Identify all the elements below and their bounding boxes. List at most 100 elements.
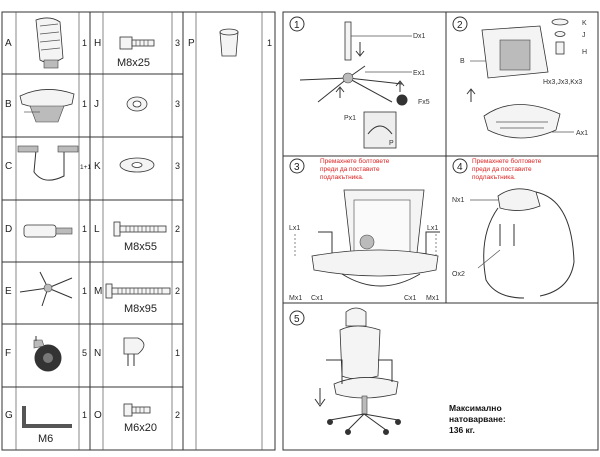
part-qty-o: 2 [175, 410, 180, 420]
hex-key-part-image [22, 406, 72, 428]
step-number-3: 3 [294, 162, 300, 173]
part-qty-e: 1 [82, 286, 87, 296]
part-letter-n: N [94, 348, 101, 359]
headrest-diagram [497, 188, 541, 211]
label-lx1-right: Lx1 [427, 225, 438, 232]
label-px1: Px1 [344, 115, 356, 122]
label-j: J [582, 32, 586, 39]
label-h: H [582, 49, 587, 56]
part-letter-l: L [94, 224, 100, 235]
step-3-note-3: подлакътника. [320, 174, 364, 181]
clip-part-image [123, 337, 145, 366]
caster-diagram [396, 94, 408, 106]
caption-o: M6x20 [124, 422, 157, 434]
detail-inset [363, 111, 397, 149]
gas-lift-part-image [23, 224, 73, 238]
part-letter-d: D [5, 224, 12, 235]
step-4-note-2: преди да поставите [472, 166, 532, 173]
up-arrow-icon [395, 80, 405, 92]
step-number-4: 4 [457, 162, 463, 173]
label-cx1-right: Cx1 [404, 295, 417, 302]
down-arrow-icon [355, 42, 365, 57]
step-3: 3 Премахнете болтовете преди да поставит… [289, 157, 440, 302]
label-mx1-left: Mx1 [289, 295, 302, 302]
parts-table: A 1 H 3 M8x25 P 1 B 1 J 3 [1, 11, 276, 451]
part-qty-p: 1 [267, 38, 272, 48]
part-qty-h: 3 [175, 38, 180, 48]
assembled-chair-diagram [326, 307, 401, 435]
step-number-1: 1 [294, 20, 300, 31]
backrest-part-image [35, 17, 64, 69]
part-qty-j: 3 [175, 99, 180, 109]
down-arrow-icon-2 [314, 388, 326, 407]
base-part-image [19, 271, 73, 307]
armrest-part-image [17, 145, 79, 181]
seat-diagram [311, 249, 439, 277]
part-qty-f: 5 [82, 348, 87, 358]
seat-part-image [19, 89, 75, 123]
part-letter-o: O [94, 410, 102, 421]
part-letter-k: K [94, 161, 101, 172]
part-qty-g: 1 [82, 410, 87, 420]
up-arrow-icon-2 [335, 86, 345, 98]
spring-washer-image [126, 96, 148, 112]
part-qty-a: 1 [82, 38, 87, 48]
caption-m: M8x95 [124, 303, 157, 315]
caster-part-image [33, 336, 62, 372]
part-letter-e: E [5, 286, 12, 297]
label-cx1-left: Cx1 [311, 295, 324, 302]
bolt-m8x95-image [105, 283, 171, 299]
step-4-note-3: подлакътника. [472, 174, 516, 181]
backrest-bottom-diagram [483, 104, 561, 139]
part-letter-g: G [5, 410, 13, 421]
part-letter-c: C [5, 161, 12, 172]
label-p: P [389, 140, 394, 147]
bolt-m8x55-image [113, 221, 167, 237]
part-letter-p: P [188, 38, 195, 49]
part-letter-h: H [94, 38, 101, 49]
base-diagram [299, 65, 403, 103]
label-mx1-right: Mx1 [426, 295, 439, 302]
step-4-note-1: Премахнете болтовете [472, 157, 542, 165]
label-ax1: Ax1 [576, 130, 588, 137]
part-qty-c: 1+1 [80, 164, 91, 171]
label-ox2: Ox2 [452, 271, 465, 278]
caption-g: M6 [38, 433, 53, 445]
label-fx5: Fx5 [418, 99, 430, 106]
gas-lift-diagram [344, 21, 352, 61]
flat-washer-image [119, 157, 155, 173]
step-3-note-2: преди да поставите [320, 166, 380, 173]
part-qty-l: 2 [175, 224, 180, 234]
step-5: 5 Максимално натоварване: 136 кг. [289, 307, 506, 435]
label-k: K [582, 20, 587, 27]
label-lx1-left: Lx1 [289, 225, 300, 232]
label-hx3: Hx3,Jx3,Kx3 [543, 79, 582, 86]
part-letter-a: A [5, 38, 12, 49]
step-4: 4 Премахнете болтовете преди да поставит… [452, 157, 575, 299]
step-1: 1 Dx1 Ex1 Fx5 Px1 P [289, 16, 430, 149]
part-letter-f: F [5, 348, 11, 359]
up-arrow-icon-3 [466, 88, 476, 102]
step-number-2: 2 [457, 20, 463, 31]
part-qty-b: 1 [82, 99, 87, 109]
part-letter-m: M [94, 286, 102, 297]
part-letter-b: B [5, 99, 12, 110]
bolt-m8x25-image [119, 36, 155, 50]
label-dx1: Dx1 [413, 33, 426, 40]
step-number-5: 5 [294, 314, 300, 325]
part-qty-k: 3 [175, 161, 180, 171]
max-load-label-1: Максимално [449, 403, 502, 413]
caption-h: M8x25 [117, 57, 150, 69]
max-load-value: 136 кг. [449, 425, 475, 435]
cap-part-image [219, 28, 239, 57]
bolt-m6x20-image [123, 403, 151, 417]
part-letter-j: J [94, 99, 99, 110]
caption-l: M8x55 [124, 241, 157, 253]
step-2: 2 K J H B Hx3,Jx3,Kx3 Ax1 [452, 16, 588, 139]
part-qty-d: 1 [82, 224, 87, 234]
part-qty-m: 2 [175, 286, 180, 296]
label-nx1: Nx1 [452, 197, 465, 204]
label-ex1: Ex1 [413, 70, 425, 77]
step-3-note-1: Премахнете болтовете [320, 157, 390, 165]
